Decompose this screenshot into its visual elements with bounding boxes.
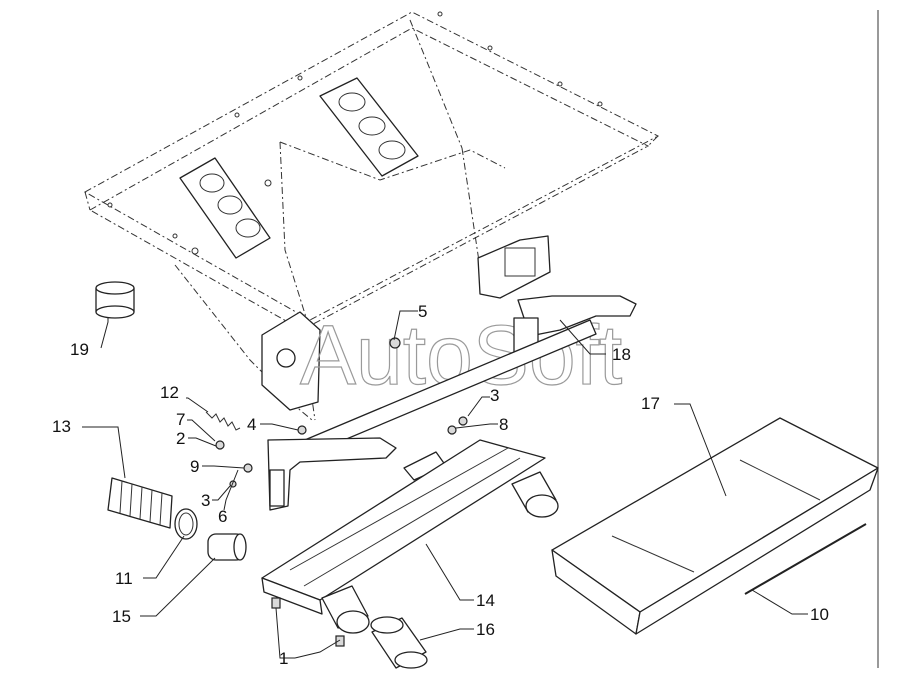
- callout-8: 8: [499, 415, 508, 434]
- hopper-frame: [83, 11, 660, 421]
- callout-4: 4: [247, 415, 256, 434]
- callout-6: 6: [218, 507, 227, 526]
- callout-16: 16: [476, 620, 495, 639]
- trough-14: [261, 439, 546, 615]
- bushing-19: [95, 281, 135, 319]
- callout-17: 17: [641, 394, 660, 413]
- callout-5: 5: [418, 302, 427, 321]
- bolt-3b: [458, 416, 468, 426]
- callout-11: 11: [115, 569, 133, 588]
- callout-13: 13: [52, 417, 71, 436]
- leader-lines: [82, 310, 808, 659]
- metering-plate-right: [319, 77, 419, 177]
- callout-7: 7: [176, 410, 185, 429]
- callout-2: 2: [176, 429, 185, 448]
- sleeve-15: [207, 533, 247, 561]
- tray-17: [551, 417, 879, 635]
- outlet-tube-left: [321, 585, 370, 634]
- bolt-2: [215, 440, 225, 450]
- nut-5: [389, 337, 401, 349]
- rod-10: [744, 523, 867, 595]
- callout-10: 10: [810, 605, 829, 624]
- spring-12: [205, 411, 241, 431]
- callout-12: 12: [160, 383, 179, 402]
- nut-4: [297, 425, 307, 435]
- callout-18: 18: [612, 345, 631, 364]
- washer-8: [447, 425, 457, 435]
- outlet-tube-right: [511, 471, 559, 518]
- callout-19: 19: [70, 340, 89, 359]
- hardware: [215, 337, 468, 647]
- cap-16: [370, 616, 428, 669]
- callout-14: 14: [476, 591, 495, 610]
- callout-1: 1: [279, 649, 288, 668]
- callout-3-left: 3: [201, 491, 210, 510]
- clamp-ring-11: [174, 508, 198, 540]
- lower-lever: [267, 437, 397, 511]
- metering-plate-left: [179, 157, 271, 259]
- screw-1a: [271, 597, 281, 609]
- callout-9: 9: [190, 457, 199, 476]
- screw-1b: [335, 635, 345, 647]
- callout-15: 15: [112, 607, 131, 626]
- hose-13: [107, 477, 173, 529]
- washer-9: [243, 463, 253, 473]
- callout-3-right: 3: [490, 386, 499, 405]
